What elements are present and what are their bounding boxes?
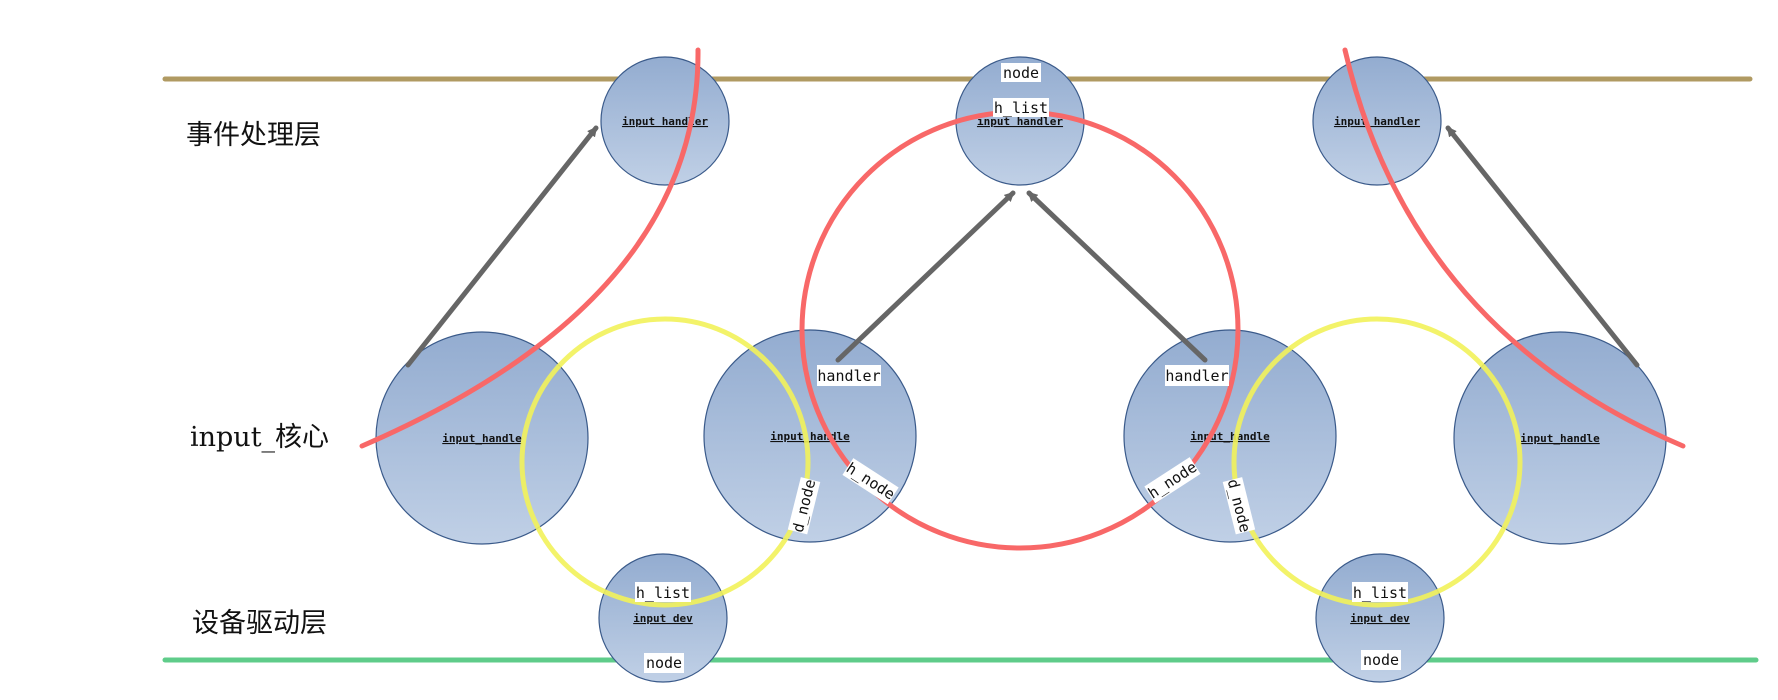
- tag-dev-left-node: node: [644, 653, 684, 673]
- input-handler-right: [1312, 56, 1442, 186]
- tag-handler-mid-h-list-text: h_list: [994, 99, 1048, 117]
- input-dev-left: [598, 553, 728, 683]
- node-circles: [375, 56, 1667, 683]
- h-list-curve-left: [359, 47, 701, 449]
- tag-handle-3-handler: handler: [1165, 365, 1229, 386]
- arrow-handle1-to-handler-left: [405, 125, 599, 368]
- input-handle-2-title: input_handle: [770, 430, 850, 443]
- input-handler-mid-title: input handler: [977, 115, 1063, 128]
- event-layer-label: 事件处理层: [186, 120, 321, 151]
- tag-dev-right-h-list-text: h_list: [1353, 584, 1407, 602]
- tag-handler-mid-node-text: node: [1003, 64, 1039, 82]
- input-dev-left-title: input dev: [633, 612, 693, 625]
- input-handle-4-title: input_handle: [1520, 432, 1600, 445]
- h-list-curve-right: [1342, 47, 1686, 449]
- arrow-handle4-to-handler-right: [1445, 125, 1640, 368]
- tag-handle-2-handler: handler: [817, 365, 881, 386]
- input-handle-1-title: input_handle: [442, 432, 522, 445]
- input-handle-3-title: input_handle: [1190, 430, 1270, 443]
- input-dev-right: [1315, 553, 1445, 683]
- tag-dev-left-node-text: node: [646, 654, 682, 672]
- input-dev-right-title: input dev: [1350, 612, 1410, 625]
- tag-handle-2-handler-text: handler: [817, 367, 880, 385]
- tag-dev-right-node: node: [1361, 650, 1401, 670]
- arrow-handle2-to-handler-mid: [835, 190, 1016, 363]
- tag-dev-right-node-text: node: [1363, 651, 1399, 669]
- tag-dev-left-h-list-text: h_list: [636, 584, 690, 602]
- input-handler-right-title: input handler: [1334, 115, 1420, 128]
- device-layer-label: 设备驱动层: [192, 608, 327, 639]
- tag-handle-3-handler-text: handler: [1165, 367, 1228, 385]
- tag-handler-mid-node: node: [1001, 63, 1041, 82]
- arrows: [405, 125, 1640, 368]
- tag-handler-mid-h-list: h_list: [993, 98, 1049, 117]
- input-handler-left-title: input handler: [622, 115, 708, 128]
- arrow-handle3-to-handler-mid: [1026, 190, 1208, 363]
- tag-dev-left-h-list: h_list: [635, 582, 691, 602]
- core-layer-label: input_核心: [190, 422, 329, 453]
- tag-dev-right-h-list: h_list: [1352, 582, 1408, 602]
- d-list-loop-right: [1231, 316, 1523, 608]
- d-list-loop-left: [519, 316, 811, 608]
